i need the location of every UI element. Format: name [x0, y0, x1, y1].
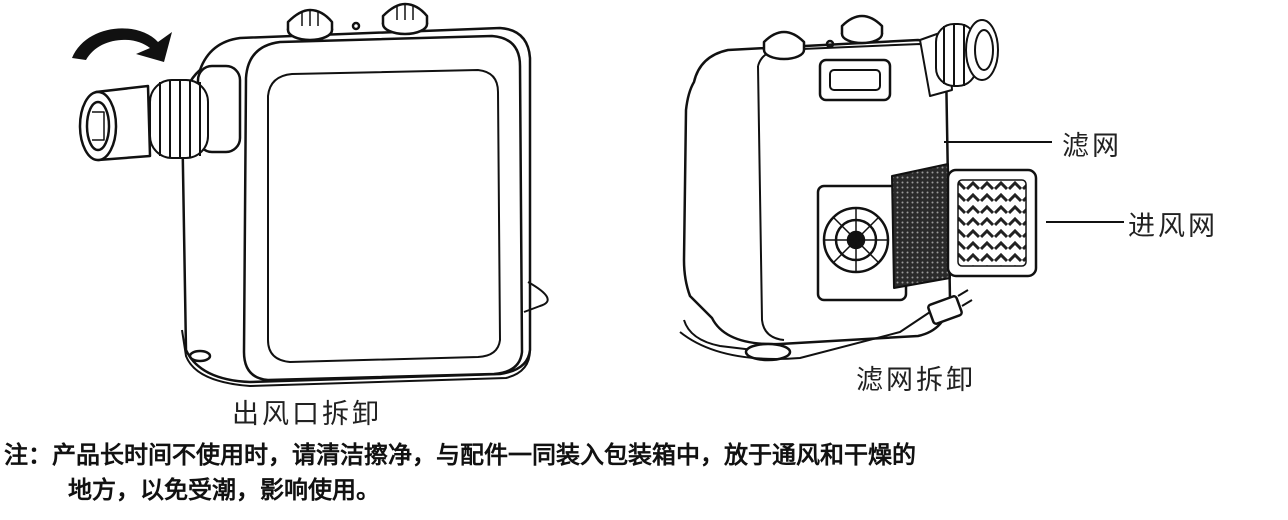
callout-label-filter: 滤网	[1062, 131, 1122, 162]
usage-note-line2: 地方，以免受潮，影响使用。	[68, 476, 380, 504]
right-heater	[679, 14, 1124, 362]
caption-filter-removal: 滤网拆卸	[856, 365, 976, 396]
rotate-arrow-icon	[72, 28, 172, 62]
filter-panel	[891, 163, 951, 289]
caption-outlet-removal: 出风口拆卸	[232, 399, 382, 430]
usage-note-line1: 注：产品长时间不使用时，请清洁擦净，与配件一同装入包装箱中，放于通风和干燥的	[4, 441, 916, 469]
callout-label-intake-grille: 进风网	[1128, 211, 1218, 242]
left-heater	[72, 2, 549, 387]
power-plug	[927, 295, 963, 325]
usage-note: 注：产品长时间不使用时，请清洁擦净，与配件一同装入包装箱中，放于通风和干燥的 地…	[4, 438, 1284, 508]
